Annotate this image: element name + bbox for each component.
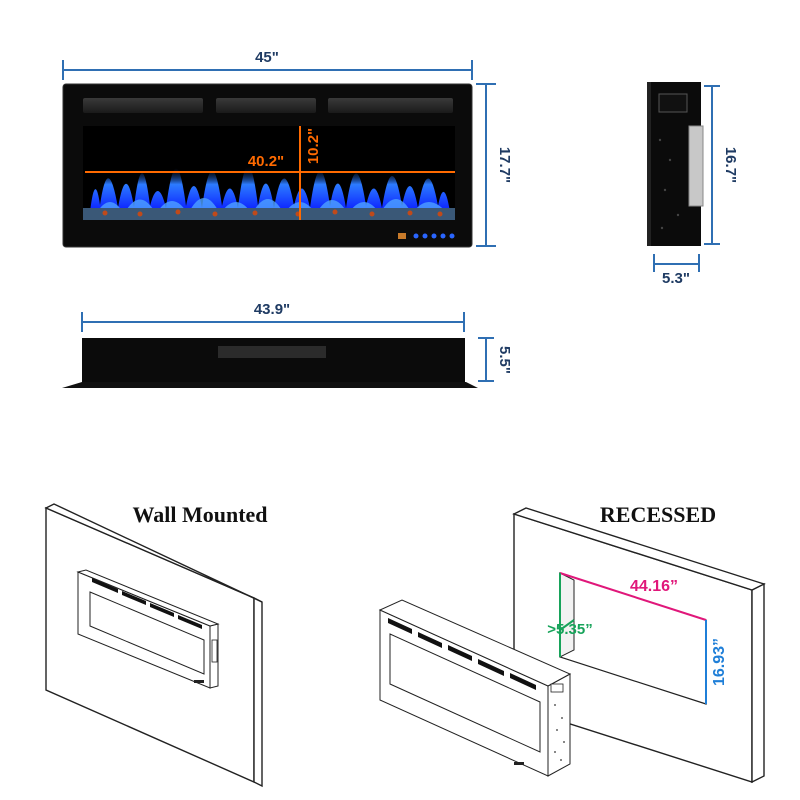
insert-unit-screen [389, 633, 541, 753]
recess-height-label: 16.93” [711, 638, 728, 686]
side-depth-dimension: 5.3" [653, 254, 700, 287]
flame-height-label: 10.2" [305, 128, 322, 164]
recess-depth-line [559, 619, 575, 631]
right-vent-grill [328, 98, 453, 113]
side-height-dimension: 16.7" [704, 85, 739, 245]
top-depth-label: 5.5" [496, 346, 513, 374]
top-width-label: 43.9" [254, 301, 290, 318]
recess-inner-side [559, 572, 575, 658]
front-height-dimension: 17.7" [476, 83, 513, 247]
insert-unit-screws [554, 704, 565, 761]
side-handle [658, 93, 688, 113]
mounted-unit-top [76, 569, 220, 627]
recess-wall-top [512, 507, 766, 591]
side-mount-bracket [688, 125, 704, 207]
front-width-label: 45" [255, 49, 279, 66]
insert-unit-logo [514, 762, 524, 765]
side-screws [658, 138, 680, 230]
recess-width-label: 44.16” [630, 578, 678, 595]
front-width-dimension: 45" [62, 49, 473, 80]
recessed-illustration: RECESSED 44.16” >5.35” 16.93” [378, 502, 766, 784]
recess-width-line [559, 572, 707, 621]
side-view: 16.7" 5.3" [647, 82, 739, 287]
front-view: 45" [62, 49, 513, 248]
mounted-unit-screen [89, 591, 205, 675]
control-buttons [398, 233, 455, 239]
top-vent [218, 346, 326, 358]
top-depth-dimension: 5.5" [478, 337, 513, 382]
recessed-title: RECESSED [600, 502, 716, 527]
wall-mounted-title: Wall Mounted [132, 502, 267, 527]
mounted-unit-bracket [211, 639, 218, 663]
top-width-dimension: 43.9" [81, 301, 465, 332]
mounted-unit-vents [92, 578, 202, 629]
wall-top [44, 503, 263, 603]
top-body [82, 338, 465, 383]
top-view: 43.9" 5.5" [62, 301, 513, 388]
left-vent-grill [83, 98, 203, 113]
wall-edge [253, 596, 263, 788]
flame-width-label: 40.2" [248, 153, 284, 170]
recess-wall-edge [751, 582, 765, 784]
mounted-unit-logo [194, 680, 204, 683]
recess-depth-label: >5.35” [547, 621, 592, 638]
top-flange [62, 382, 478, 388]
insert-unit-handle [550, 683, 564, 693]
insert-unit-vents [388, 618, 536, 690]
front-height-label: 17.7" [496, 147, 513, 183]
wall-mounted-illustration: Wall Mounted [44, 502, 268, 788]
center-control-panel [216, 98, 316, 113]
insert-unit-top [378, 599, 572, 687]
side-depth-label: 5.3" [662, 270, 690, 287]
side-height-label: 16.7" [722, 147, 739, 183]
flame-area-dimensions: 40.2" 10.2" [85, 126, 455, 220]
side-flange [647, 82, 651, 246]
